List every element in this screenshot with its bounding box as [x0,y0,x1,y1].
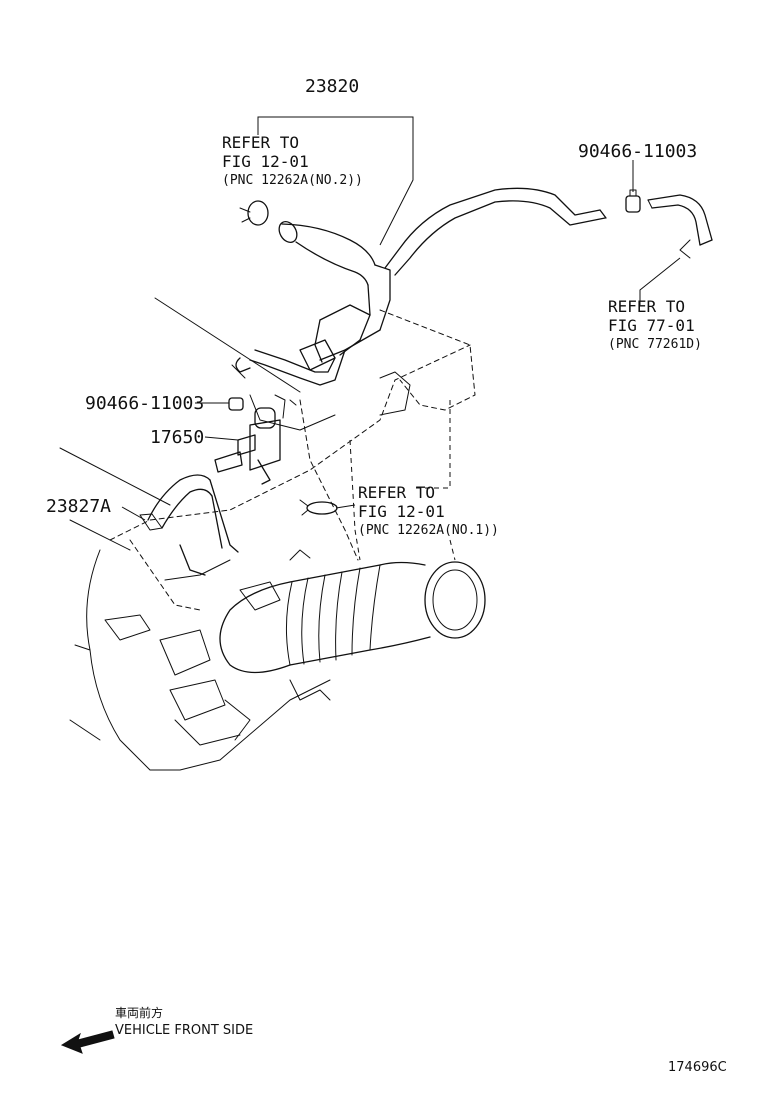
reference-line1: REFER TO [608,297,686,316]
hose-right [647,194,713,259]
figure-code: 174696C [668,1060,727,1075]
part-number-90466-11003-left[interactable]: 90466-11003 [85,393,205,414]
hose-23827a [139,474,239,576]
reference-line1: REFER TO [358,483,436,502]
leader-lines [121,116,681,561]
part-number-90466-11003-top[interactable]: 90466-11003 [578,141,698,162]
vehicle-front-japanese: 車両前方 [115,1006,164,1020]
reference-pnc: (PNC 12262A(NO.2)) [222,173,363,188]
reference-pnc: (PNC 77261D) [608,337,702,352]
reference-line1: REFER TO [222,133,300,152]
clamp-left [228,397,244,411]
part-number-23820[interactable]: 23820 [305,76,360,97]
vsv-17650 [214,394,297,485]
reference-pnc: (PNC 12262A(NO.1)) [358,523,499,538]
engine-outline [59,297,476,771]
clip-icon-upper [239,200,269,226]
hose-23820 [231,187,607,386]
vehicle-front-side-label: VEHICLE FRONT SIDE [115,1023,254,1038]
reference-fig-12-01-upper[interactable]: REFER TO FIG 12-01 (PNC 12262A(NO.2)) [222,133,363,190]
part-number-23827a[interactable]: 23827A [46,496,112,517]
reference-fig-77-01[interactable]: REFER TO FIG 77-01 (PNC 77261D) [608,297,702,354]
part-number-17650[interactable]: 17650 [150,427,205,448]
reference-line2: FIG 12-01 [358,502,445,521]
reference-line2: FIG 12-01 [222,152,309,171]
left-arrow-icon [60,1030,115,1054]
air-intake-hose [219,549,486,701]
clamp-top [625,189,641,213]
reference-fig-12-01-lower[interactable]: REFER TO FIG 12-01 (PNC 12262A(NO.1)) [358,483,499,540]
reference-line2: FIG 77-01 [608,316,695,335]
